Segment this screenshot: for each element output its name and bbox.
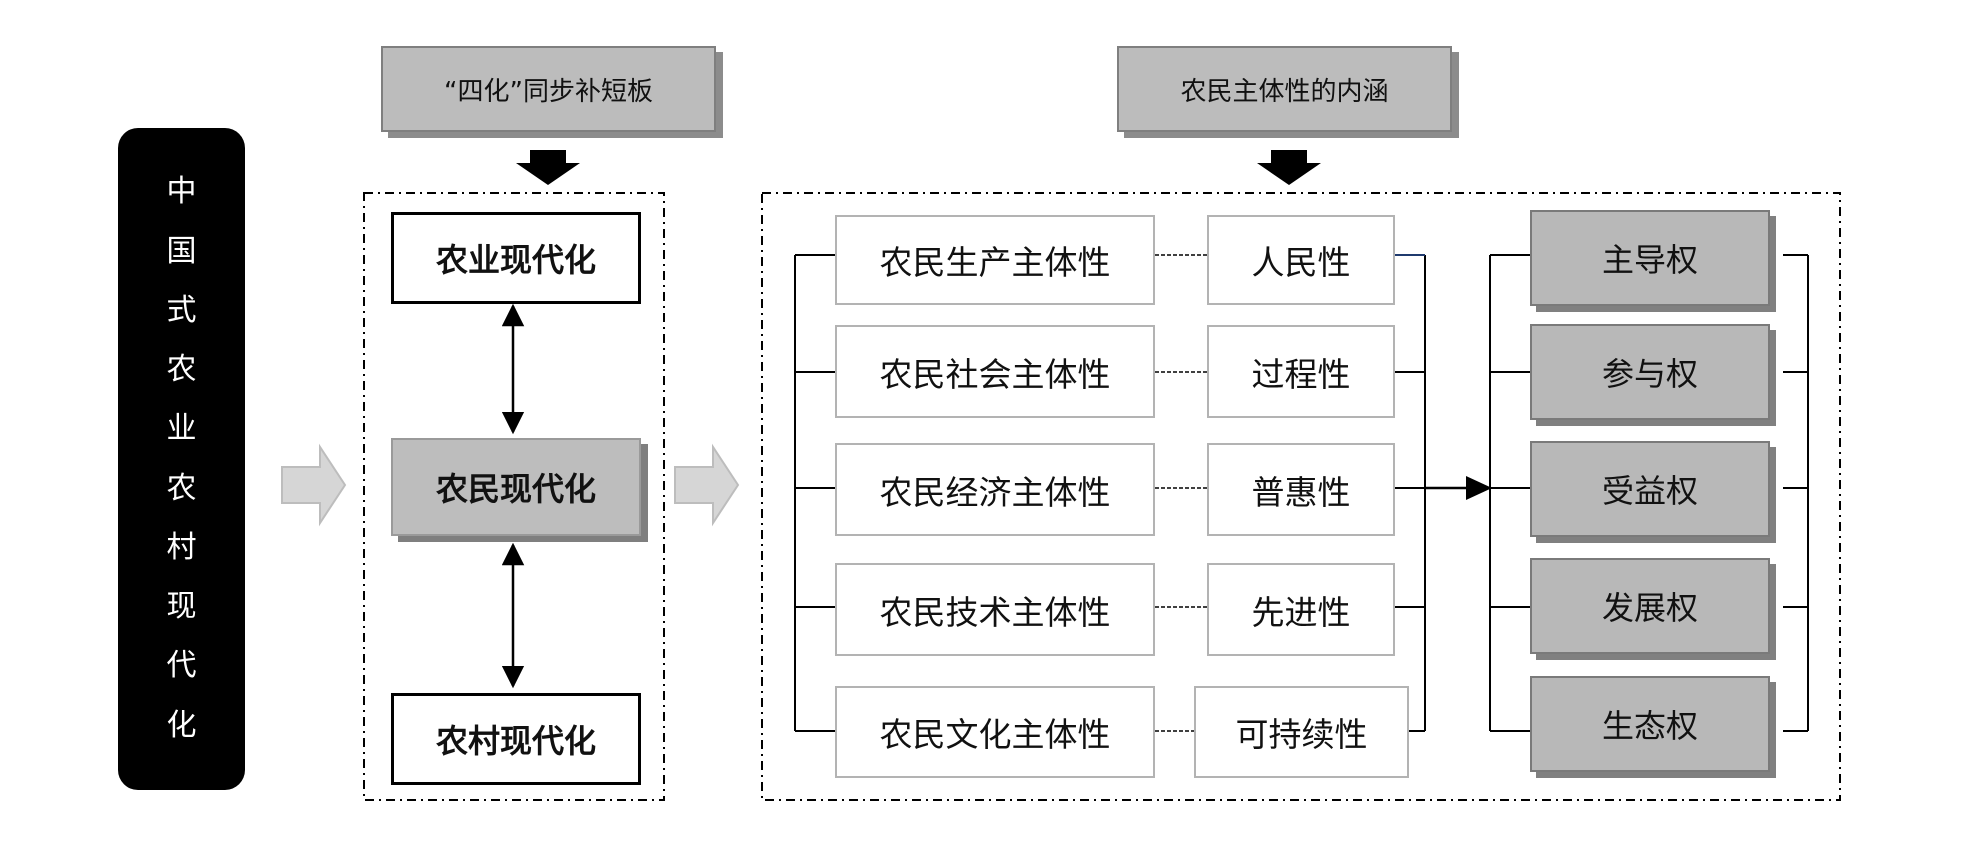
flow-arrow-2 <box>674 443 740 527</box>
title-char: 代 <box>166 648 197 684</box>
subjectivity-item: 农民经济主体性 <box>835 443 1155 536</box>
title-char: 农 <box>166 352 197 388</box>
header-four-modernizations: “四化”同步补短板 <box>381 46 716 132</box>
right-item: 参与权 <box>1530 324 1770 420</box>
attribute-item: 过程性 <box>1207 325 1395 418</box>
title-char: 业 <box>166 411 197 447</box>
right-item: 受益权 <box>1530 441 1770 537</box>
title-char: 化 <box>166 707 197 743</box>
down-arrow-left <box>516 150 580 185</box>
attribute-item: 人民性 <box>1207 215 1395 305</box>
attribute-item: 可持续性 <box>1194 686 1409 778</box>
down-arrow-right <box>1257 150 1321 185</box>
subjectivity-item: 农民文化主体性 <box>835 686 1155 778</box>
title-char: 中 <box>166 174 197 210</box>
title-char: 农 <box>166 470 197 506</box>
main-title-vertical: 中 国 式 农 业 农 村 现 代 化 <box>118 128 245 790</box>
title-char: 现 <box>166 589 197 625</box>
attribute-item: 先进性 <box>1207 563 1395 656</box>
right-item: 生态权 <box>1530 676 1770 772</box>
box-agricultural-modernization: 农业现代化 <box>391 212 641 304</box>
right-item: 主导权 <box>1530 210 1770 306</box>
flow-arrow-1 <box>281 443 347 527</box>
title-char: 国 <box>166 233 197 269</box>
box-farmer-modernization: 农民现代化 <box>391 438 641 536</box>
box-rural-modernization: 农村现代化 <box>391 693 641 785</box>
subjectivity-item: 农民社会主体性 <box>835 325 1155 418</box>
right-item: 发展权 <box>1530 558 1770 654</box>
title-char: 式 <box>166 292 197 328</box>
header-farmer-subjectivity: 农民主体性的内涵 <box>1117 46 1452 132</box>
title-char: 村 <box>166 529 197 565</box>
subjectivity-item: 农民生产主体性 <box>835 215 1155 305</box>
subjectivity-item: 农民技术主体性 <box>835 563 1155 656</box>
attribute-item: 普惠性 <box>1207 443 1395 536</box>
